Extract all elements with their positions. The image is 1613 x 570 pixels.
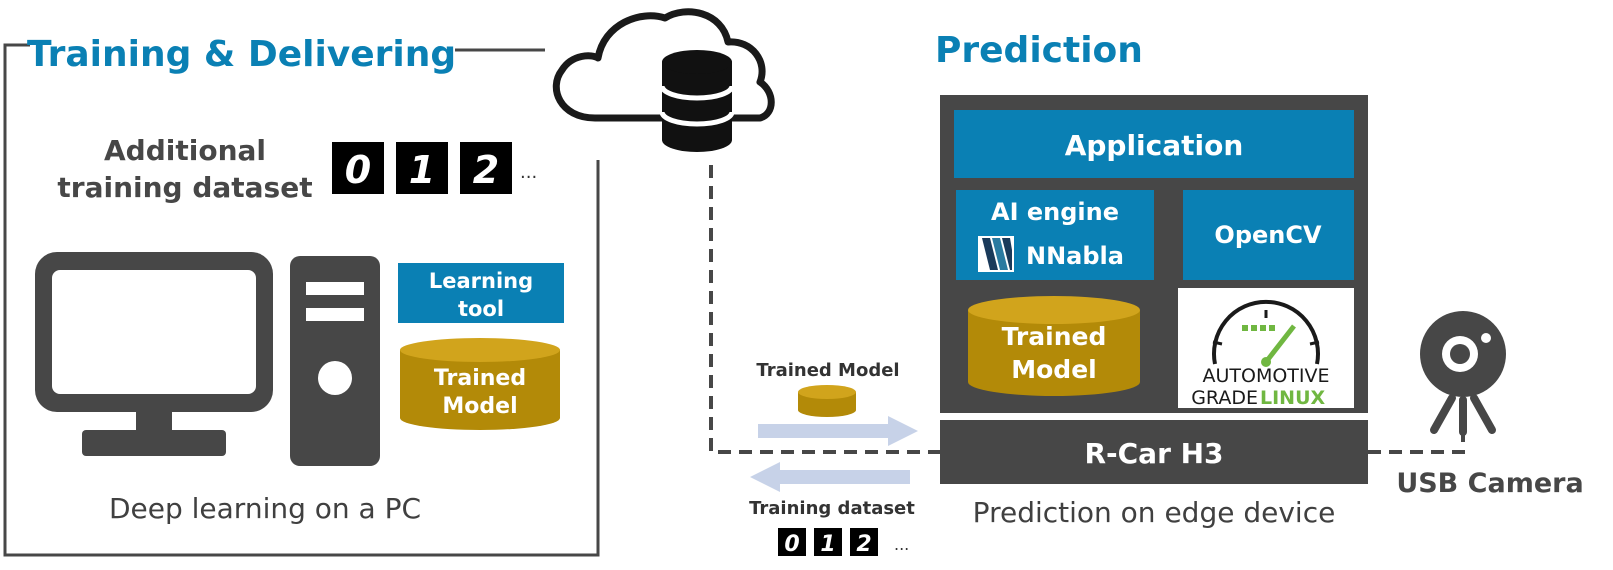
agl-logo-box — [1178, 288, 1354, 408]
opencv-label: OpenCV — [1214, 221, 1322, 249]
transfer-digit-1: 1 — [820, 532, 835, 557]
nnabla-logo-icon — [978, 236, 1014, 272]
prediction-panel: Prediction Application AI engine NNabla … — [935, 30, 1368, 529]
transfer-digit-ellipsis: ... — [894, 535, 909, 554]
mnist-digit-samples: 0 1 2 ... — [332, 142, 537, 194]
usb-camera-label: USB Camera — [1396, 468, 1583, 499]
pc-trained-model-line2: Model — [442, 394, 517, 419]
rcar-h3-label: R-Car H3 — [1084, 437, 1223, 470]
monitor-icon — [35, 252, 273, 456]
dataset-label-line2: training dataset — [57, 171, 312, 204]
trained-model-transfer-label: Trained Model — [756, 360, 899, 381]
digit-ellipsis: ... — [520, 162, 537, 183]
agl-text-linux: LINUX — [1260, 387, 1326, 409]
usb-camera-icon — [1420, 311, 1506, 436]
training-panel: Training & Delivering Additional trainin… — [3, 34, 600, 557]
digit-tile-2 — [460, 142, 512, 194]
device-trained-model-line1: Trained — [1002, 322, 1107, 351]
training-title: Training & Delivering — [27, 34, 456, 75]
training-frame — [3, 43, 600, 557]
transfer-digit-0: 0 — [784, 532, 799, 557]
device-trained-model-line2: Model — [1011, 355, 1096, 384]
digit-0: 0 — [345, 148, 371, 192]
cloud-to-device-connector — [709, 165, 940, 454]
edge-caption: Prediction on edge device — [973, 496, 1336, 529]
small-trained-model-cylinder — [798, 385, 856, 417]
agl-gauge-icon — [1212, 299, 1320, 367]
ai-engine-label: AI engine — [991, 198, 1119, 226]
application-label: Application — [1065, 129, 1244, 162]
agl-text-grade: GRADE — [1191, 387, 1258, 409]
learning-tool-label-line2: tool — [458, 297, 504, 321]
device-trained-model-cylinder — [968, 296, 1140, 396]
learning-tool-label-line1: Learning — [429, 269, 533, 293]
transfer-area: Trained Model Training dataset 0 1 2 ... — [749, 360, 918, 557]
digit-1: 1 — [409, 148, 435, 192]
transfer-digit-samples: 0 1 2 ... — [778, 528, 909, 557]
transfer-digit-2: 2 — [856, 532, 871, 557]
dataset-label-line1: Additional — [104, 134, 266, 167]
training-dataset-transfer-label: Training dataset — [749, 498, 915, 519]
prediction-title: Prediction — [935, 30, 1143, 71]
application-box — [954, 110, 1354, 178]
pc-trained-model-cylinder — [400, 338, 560, 430]
upload-arrow — [758, 416, 918, 446]
opencv-box — [1183, 190, 1354, 280]
database-icon — [659, 50, 735, 152]
digit-2: 2 — [473, 148, 499, 192]
pc-tower-icon — [290, 256, 380, 466]
rcar-h3-box — [940, 420, 1368, 484]
device-to-camera-connector — [1368, 430, 1465, 454]
digit-tile-1 — [396, 142, 448, 194]
download-arrow — [750, 462, 910, 492]
agl-text-line1: AUTOMOTIVE — [1202, 365, 1329, 387]
learning-tool-box — [398, 263, 564, 323]
digit-tile-0 — [332, 142, 384, 194]
nnabla-label: NNabla — [1026, 242, 1124, 270]
pc-trained-model-line1: Trained — [434, 366, 526, 391]
pc-caption: Deep learning on a PC — [109, 492, 421, 525]
